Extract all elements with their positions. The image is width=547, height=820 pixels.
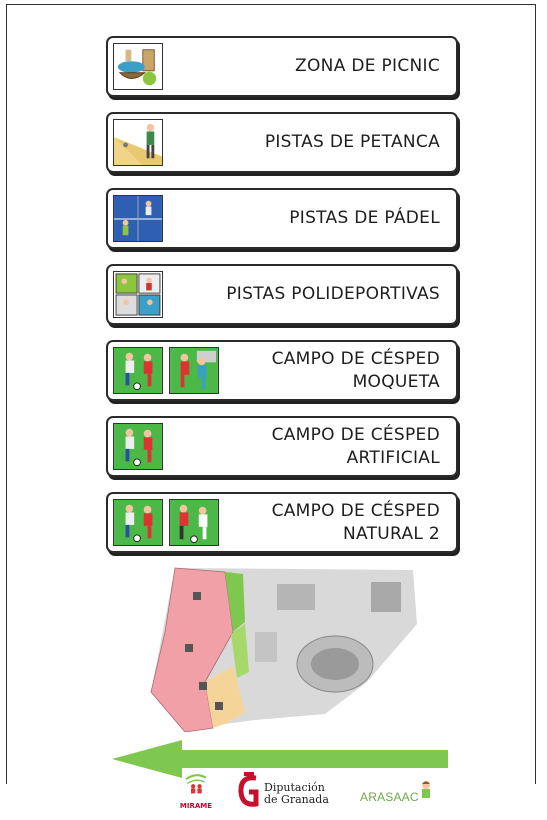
football-players-white-icon: [169, 499, 219, 546]
football-players-icon: [113, 347, 163, 394]
diputacion-text: Diputación de Granada: [264, 782, 329, 806]
sign-label: ZONA DE PICNIC: [295, 38, 440, 95]
sign-label-line: NATURAL 2: [343, 523, 440, 544]
sign-label-line: MOQUETA: [352, 371, 440, 392]
multisport-icon: [113, 271, 163, 318]
arasaac-mascot-icon: [422, 781, 430, 798]
sign-zona-de-picnic: ZONA DE PICNIC: [106, 36, 458, 97]
diputacion-line1: Diputación: [264, 781, 325, 794]
sign-label-line: CAMPO DE CÉSPED: [271, 348, 440, 369]
petanque-player-icon: [113, 119, 163, 166]
mirame-logo: MIRAME: [176, 772, 216, 814]
padel-court-icon: [113, 195, 163, 242]
picnic-basket-icon: [113, 43, 163, 90]
sign-campo-cesped-natural-2: CAMPO DE CÉSPED NATURAL 2: [106, 492, 458, 553]
diputacion-granada-logo: Diputación de Granada: [238, 772, 334, 814]
sign-label-line: PISTAS DE PÁDEL: [289, 208, 440, 228]
sign-label: CAMPO DE CÉSPED MOQUETA: [272, 342, 440, 399]
sign-label-line: ZONA DE PICNIC: [295, 56, 440, 76]
sign-label: CAMPO DE CÉSPED NATURAL 2: [272, 494, 440, 551]
sign-campo-cesped-artificial: CAMPO DE CÉSPED ARTIFICIAL: [106, 416, 458, 477]
mirame-text: MIRAME: [179, 802, 213, 810]
arasaac-text: ARASAAC: [360, 790, 419, 804]
sign-label-line: PISTAS POLIDEPORTIVAS: [226, 284, 440, 304]
sign-label-line: ARTIFICIAL: [346, 447, 440, 468]
sign-label: PISTAS POLIDEPORTIVAS: [226, 266, 440, 323]
sign-pistas-polideportivas: PISTAS POLIDEPORTIVAS: [106, 264, 458, 325]
sign-campo-cesped-moqueta: CAMPO DE CÉSPED MOQUETA: [106, 340, 458, 401]
sign-label-line: CAMPO DE CÉSPED: [271, 424, 440, 445]
direction-arrow-left-icon: [112, 740, 448, 778]
arasaac-logo: ARASAAC: [360, 781, 450, 808]
sign-label: CAMPO DE CÉSPED ARTIFICIAL: [272, 418, 440, 475]
sign-pistas-de-petanca: PISTAS DE PETANCA: [106, 112, 458, 173]
sign-label: PISTAS DE PÁDEL: [289, 190, 440, 247]
sign-label-line: PISTAS DE PETANCA: [264, 132, 440, 152]
sign-label: PISTAS DE PETANCA: [265, 114, 440, 171]
football-players-icon: [113, 499, 163, 546]
sign-label-line: CAMPO DE CÉSPED: [271, 500, 440, 521]
park-map: [150, 567, 417, 732]
page-frame: [6, 4, 536, 784]
diputacion-line2: de Granada: [264, 793, 329, 806]
football-players-red-icon: [169, 347, 219, 394]
football-players-icon: [113, 423, 163, 470]
sign-pistas-de-padel: PISTAS DE PÁDEL: [106, 188, 458, 249]
